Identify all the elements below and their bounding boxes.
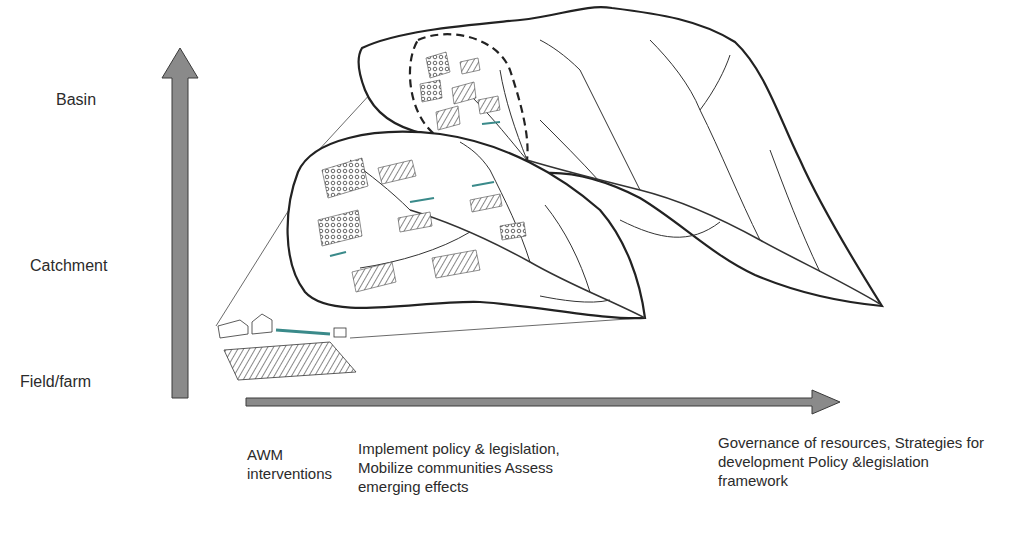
catchment-outline (288, 132, 645, 318)
stage-text: Governance of resources, Strategies for … (718, 433, 1003, 490)
stage-text: Implement policy & legislation, Mobilize… (358, 439, 573, 496)
scale-label: Field/farm (20, 372, 91, 391)
scale-arrow (162, 48, 198, 398)
scale-label: Basin (56, 90, 96, 109)
basin-fields (420, 52, 500, 130)
catchment-fields (318, 158, 526, 292)
catchment-rivers (350, 142, 645, 318)
stage-text: AWM interventions (247, 445, 337, 483)
scale-label: Catchment (30, 256, 107, 275)
process-arrow (246, 390, 840, 414)
farm-illustration (218, 314, 356, 380)
